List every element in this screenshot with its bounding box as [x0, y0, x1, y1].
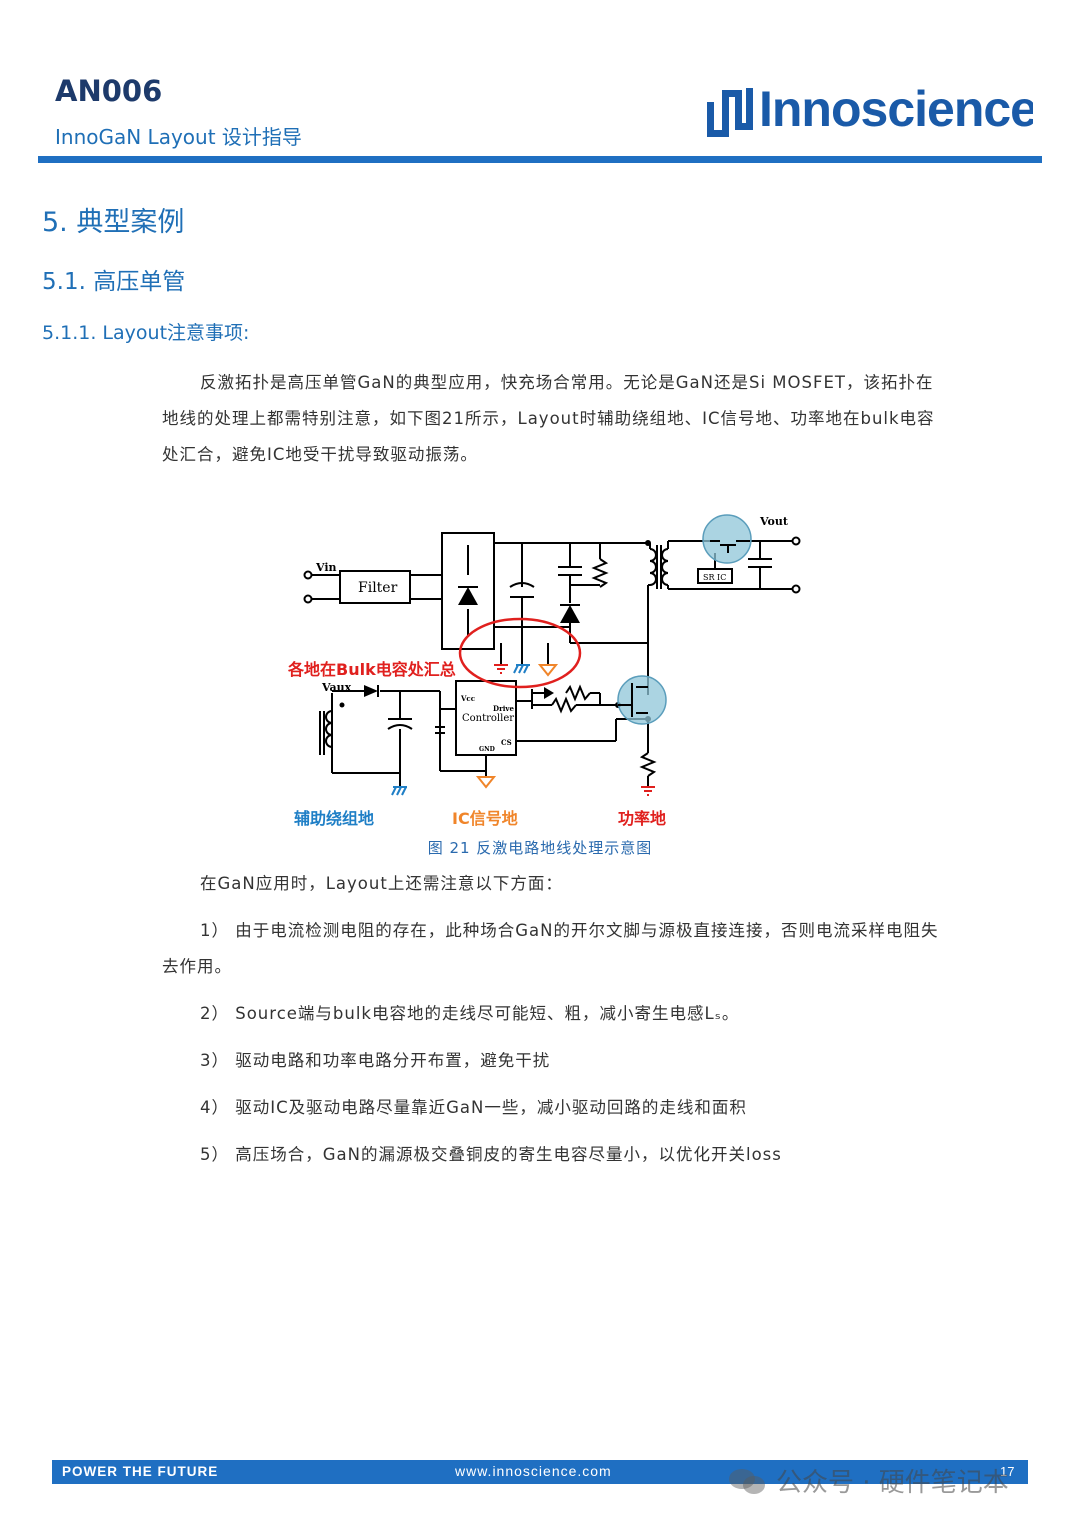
ic-ground-label: IC信号地 — [452, 809, 518, 828]
note-item: 3） 驱动电路和功率电路分开布置，避免干扰 — [200, 1051, 551, 1070]
innoscience-logo: Innoscience — [707, 81, 1033, 137]
aux-ground-label: 辅助绕组地 — [294, 809, 375, 828]
section-heading: 5. 典型案例 — [42, 207, 185, 238]
filter-label: Filter — [358, 580, 398, 596]
vout-label: Vout — [759, 515, 789, 528]
brand-name: Innoscience — [759, 81, 1033, 137]
note-item: 5） 高压场合，GaN的漏源极交叠铜皮的寄生电容尽量小，以优化开关loss — [200, 1145, 782, 1164]
sr-ic-label: SR IC — [703, 573, 726, 582]
watermark-text: 公众号 · 硬件笔记本 — [776, 1468, 1009, 1498]
note-item: 1） 由于电流检测电阻的存在，此种场合GaN的开尔文脚与源极直接连接，否则电流采… — [162, 921, 939, 976]
subsection-heading: 5.1. 高压单管 — [42, 269, 186, 295]
note-item: 4） 驱动IC及驱动电路尽量靠近GaN一些，减小驱动回路的走线和面积 — [200, 1098, 747, 1117]
vaux-label: Vaux — [321, 681, 352, 694]
ground-merge-annotation: 各地在Bulk电容处汇总 — [288, 660, 456, 679]
drive-label: Drive — [493, 704, 514, 713]
document-id: AN006 — [55, 74, 163, 108]
vin-label: Vin — [315, 561, 337, 574]
vcc-label: Vcc — [460, 694, 475, 703]
page-number: 17 — [1000, 1464, 1015, 1479]
cs-label: CS — [501, 738, 512, 747]
controller-label: Controller — [462, 713, 514, 724]
intro-paragraph: 反激拓扑是高压单管GaN的典型应用，快充场合常用。无论是GaN还是Si MOSF… — [162, 373, 935, 464]
notes-intro: 在GaN应用时，Layout上还需注意以下方面： — [200, 874, 563, 893]
footer-bar — [52, 1460, 1028, 1484]
note-item: 2） Source端与bulk电容地的走线尽可能短、粗，减小寄生电感Lₛ。 — [200, 1004, 740, 1023]
subsubsection-heading: 5.1.1. Layout注意事项: — [42, 322, 250, 344]
flyback-ground-diagram: Vin Filter Vout SR IC Vaux Vcc Drive Con… — [303, 514, 801, 796]
footer-url[interactable]: www.innoscience.com — [455, 1463, 612, 1479]
header-rule — [38, 156, 1042, 163]
power-ground-label: 功率地 — [618, 809, 667, 828]
footer-slogan: POWER THE FUTURE — [62, 1464, 219, 1479]
document-subtitle: InnoGaN Layout 设计指导 — [55, 125, 302, 149]
figure-caption: 图 21 反激电路地线处理示意图 — [427, 839, 653, 857]
wechat-icon — [729, 1469, 765, 1494]
gnd-label: GND — [479, 746, 495, 753]
